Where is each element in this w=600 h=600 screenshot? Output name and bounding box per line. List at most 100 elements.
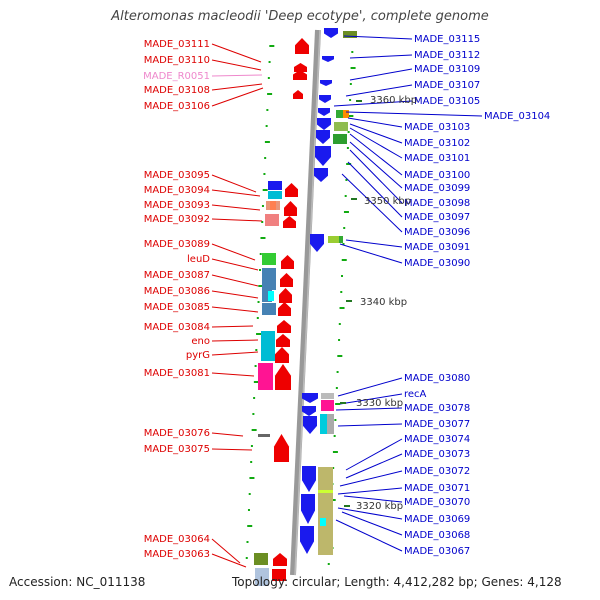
gene-block — [255, 568, 269, 586]
tick-mark — [256, 333, 262, 335]
leader-line — [211, 306, 259, 313]
accession-text: Accession: NC_011138 — [9, 575, 146, 589]
gene-block — [318, 490, 333, 493]
gene-block — [262, 268, 276, 290]
reverse-gene-arrow — [301, 494, 315, 524]
gene-block — [320, 414, 328, 434]
tick-mark — [259, 269, 262, 271]
reverse-gene-arrow — [300, 526, 314, 554]
gene-block — [321, 400, 334, 411]
leader-line — [211, 59, 262, 71]
gene-label-pyrg: pyrG — [186, 350, 210, 361]
gene-blocks — [254, 28, 357, 586]
gene-label-made-03084: MADE_03084 — [144, 322, 210, 333]
tick-mark — [267, 77, 270, 79]
leader-line — [337, 507, 403, 520]
leader-line — [335, 407, 403, 411]
reverse-gene-arrow — [315, 146, 331, 166]
gene-label-made-03094: MADE_03094 — [144, 185, 210, 196]
ruler-tick — [340, 402, 346, 404]
forward-gene-arrow — [283, 216, 296, 228]
leader-line — [333, 100, 413, 107]
gene-block — [339, 236, 343, 243]
gene-label-made-03093: MADE_03093 — [144, 200, 210, 211]
ruler-tick — [346, 300, 352, 302]
gene-block — [268, 291, 274, 301]
tick-mark — [263, 173, 266, 175]
leader-line — [211, 74, 263, 77]
gene-label-made-03064: MADE_03064 — [144, 534, 210, 545]
gene-label-made-03070: MADE_03070 — [404, 497, 470, 508]
forward-gene-arrow — [275, 347, 289, 363]
tick-mark — [261, 205, 264, 207]
gene-label-made-03068: MADE_03068 — [404, 530, 470, 541]
tick-mark — [333, 435, 336, 437]
gene-block — [261, 346, 275, 361]
gene-label-made-03081: MADE_03081 — [144, 368, 210, 379]
gene-label-made-03063: MADE_03063 — [144, 549, 210, 560]
gene-label-made-03076: MADE_03076 — [144, 428, 210, 439]
gene-label-made-03102: MADE_03102 — [404, 138, 470, 149]
tick-mark — [246, 541, 249, 543]
forward-gene-arrow — [277, 320, 291, 333]
tick-mark — [251, 429, 257, 431]
gene-label-made-03077: MADE_03077 — [404, 419, 470, 430]
label-leader-lines — [211, 35, 483, 568]
gene-label-made-03071: MADE_03071 — [404, 483, 470, 494]
map-title: Alteromonas macleodii 'Deep ecotype', co… — [111, 9, 489, 24]
tick-mark — [269, 45, 275, 47]
gene-label-made-03097: MADE_03097 — [404, 212, 470, 223]
tick-mark — [344, 195, 347, 197]
leader-line — [341, 173, 403, 233]
genome-summary-text: Topology: circular; Length: 4,412,282 bp… — [232, 575, 562, 589]
backbone-line — [290, 29, 321, 576]
leader-line — [347, 161, 403, 218]
leader-line — [349, 133, 403, 176]
tick-mark — [330, 499, 336, 501]
leader-line — [211, 258, 259, 271]
gene-label-made-03074: MADE_03074 — [404, 434, 470, 445]
gene-block — [258, 363, 273, 390]
tick-mark — [255, 349, 258, 351]
gene-label-made-03108: MADE_03108 — [144, 85, 210, 96]
tick-mark — [337, 355, 343, 357]
reverse-gene-arrow — [310, 234, 324, 252]
leader-line — [341, 511, 403, 536]
tick-mark — [268, 61, 271, 63]
gene-label-made-03100: MADE_03100 — [404, 170, 470, 181]
forward-gene-arrow — [273, 553, 287, 566]
forward-gene-arrow — [281, 255, 294, 269]
tick-mark — [260, 237, 266, 239]
gene-block — [265, 214, 279, 226]
leader-line — [211, 538, 241, 564]
tick-mark — [342, 243, 345, 245]
gene-block — [262, 303, 276, 315]
gene-label-eno: eno — [191, 336, 210, 347]
reverse-gene-arrow — [314, 168, 328, 182]
gene-block — [268, 191, 282, 199]
tick-mark — [267, 93, 273, 95]
leader-line — [211, 553, 247, 568]
genome-backbone — [290, 29, 321, 576]
tick-mark — [249, 477, 255, 479]
gene-label-made-03104: MADE_03104 — [484, 111, 550, 122]
gene-label-leud: leuD — [187, 254, 210, 265]
ruler-label: 3320 kbp — [356, 501, 403, 512]
forward-gene-arrow — [278, 302, 291, 316]
tick-mark — [264, 141, 270, 143]
gene-label-made-03107: MADE_03107 — [414, 80, 480, 91]
forward-gene-arrow — [279, 288, 292, 303]
reverse-gene-arrow — [319, 95, 331, 103]
gene-label-made-03073: MADE_03073 — [404, 449, 470, 460]
ruler-label: 3340 kbp — [360, 297, 407, 308]
leader-line — [211, 372, 255, 377]
leader-line — [345, 438, 403, 471]
leader-line — [343, 495, 403, 503]
tick-mark — [259, 253, 262, 255]
gene-block — [262, 253, 276, 265]
reverse-gene-arrow — [302, 393, 318, 403]
tick-mark — [262, 189, 268, 191]
